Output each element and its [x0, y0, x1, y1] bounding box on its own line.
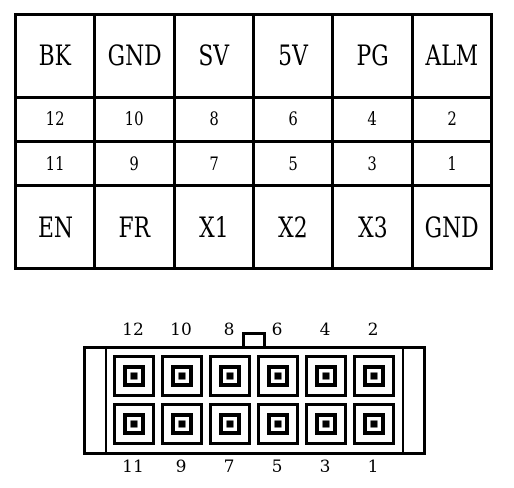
pin-label: 9: [175, 457, 187, 477]
pin-cavity: [257, 403, 299, 445]
pin-cavity: [161, 403, 203, 445]
pin-cavity: [305, 355, 347, 397]
signal-row-bottom: EN FR X1 X2 X3 GND: [13, 184, 494, 270]
cell-signal: X2: [251, 184, 335, 270]
cell-signal: EN: [13, 184, 97, 270]
pin-cavity: [257, 355, 299, 397]
pin-assignment-table: BK GND SV 5V PG ALM 12 10 8 6 4 2 11 9 7…: [13, 13, 494, 270]
cell-signal: X1: [172, 184, 255, 270]
pin-contact: [178, 420, 186, 428]
pin-cavity: [353, 355, 395, 397]
pin-number-row-even: 12 10 8 6 4 2: [13, 95, 494, 143]
pin-label: 4: [319, 320, 331, 340]
cell-signal: FR: [93, 184, 176, 270]
cell-pin-number: 12: [13, 95, 97, 143]
pin-label: 2: [367, 320, 379, 340]
pin-contact: [322, 420, 330, 428]
cell-signal: GND: [410, 184, 494, 270]
pin-label: 10: [170, 320, 192, 340]
cell-pin-number: 10: [93, 95, 176, 143]
pin-label: 5: [271, 457, 283, 477]
cell-pin-number: 3: [331, 139, 414, 188]
signal-row-top: BK GND SV 5V PG ALM: [13, 13, 494, 99]
pin-contact: [226, 372, 234, 380]
pin-cavity: [353, 403, 395, 445]
pin-contact: [178, 372, 186, 380]
cell-signal: GND: [93, 13, 176, 99]
pin-cells: [113, 355, 395, 445]
cell-signal: BK: [13, 13, 97, 99]
pin-cavity: [113, 355, 155, 397]
pin-cavity: [113, 403, 155, 445]
cell-signal: ALM: [410, 13, 494, 99]
pin-label: 1: [367, 457, 379, 477]
connector-latch: [242, 332, 266, 349]
cell-pin-number: 4: [331, 95, 414, 143]
pin-cavity: [161, 355, 203, 397]
cell-signal: X3: [331, 184, 414, 270]
pin-label: 12: [122, 320, 144, 340]
cell-pin-number: 1: [410, 139, 494, 188]
pin-contact: [130, 420, 138, 428]
cell-pin-number: 2: [410, 95, 494, 143]
pin-cavity: [209, 355, 251, 397]
pin-contact: [274, 372, 282, 380]
cell-signal: SV: [172, 13, 255, 99]
pin-number-row-odd: 11 9 7 5 3 1: [13, 139, 494, 188]
pin-label: 8: [223, 320, 235, 340]
pin-contact: [130, 372, 138, 380]
connector-housing: [83, 346, 426, 455]
cell-pin-number: 9: [93, 139, 176, 188]
pin-label: 11: [122, 457, 144, 477]
pin-label: 7: [223, 457, 235, 477]
pin-cavity: [305, 403, 347, 445]
cell-pin-number: 7: [172, 139, 255, 188]
cell-pin-number: 11: [13, 139, 97, 188]
pin-contact: [370, 372, 378, 380]
cell-pin-number: 5: [251, 139, 335, 188]
cell-pin-number: 6: [251, 95, 335, 143]
cell-signal: 5V: [251, 13, 335, 99]
pin-contact: [370, 420, 378, 428]
pin-contact: [322, 372, 330, 380]
pin-label: 3: [319, 457, 331, 477]
pin-contact: [226, 420, 234, 428]
cell-pin-number: 8: [172, 95, 255, 143]
cell-signal: PG: [331, 13, 414, 99]
pin-label: 6: [271, 320, 283, 340]
pin-contact: [274, 420, 282, 428]
pin-cavity: [209, 403, 251, 445]
